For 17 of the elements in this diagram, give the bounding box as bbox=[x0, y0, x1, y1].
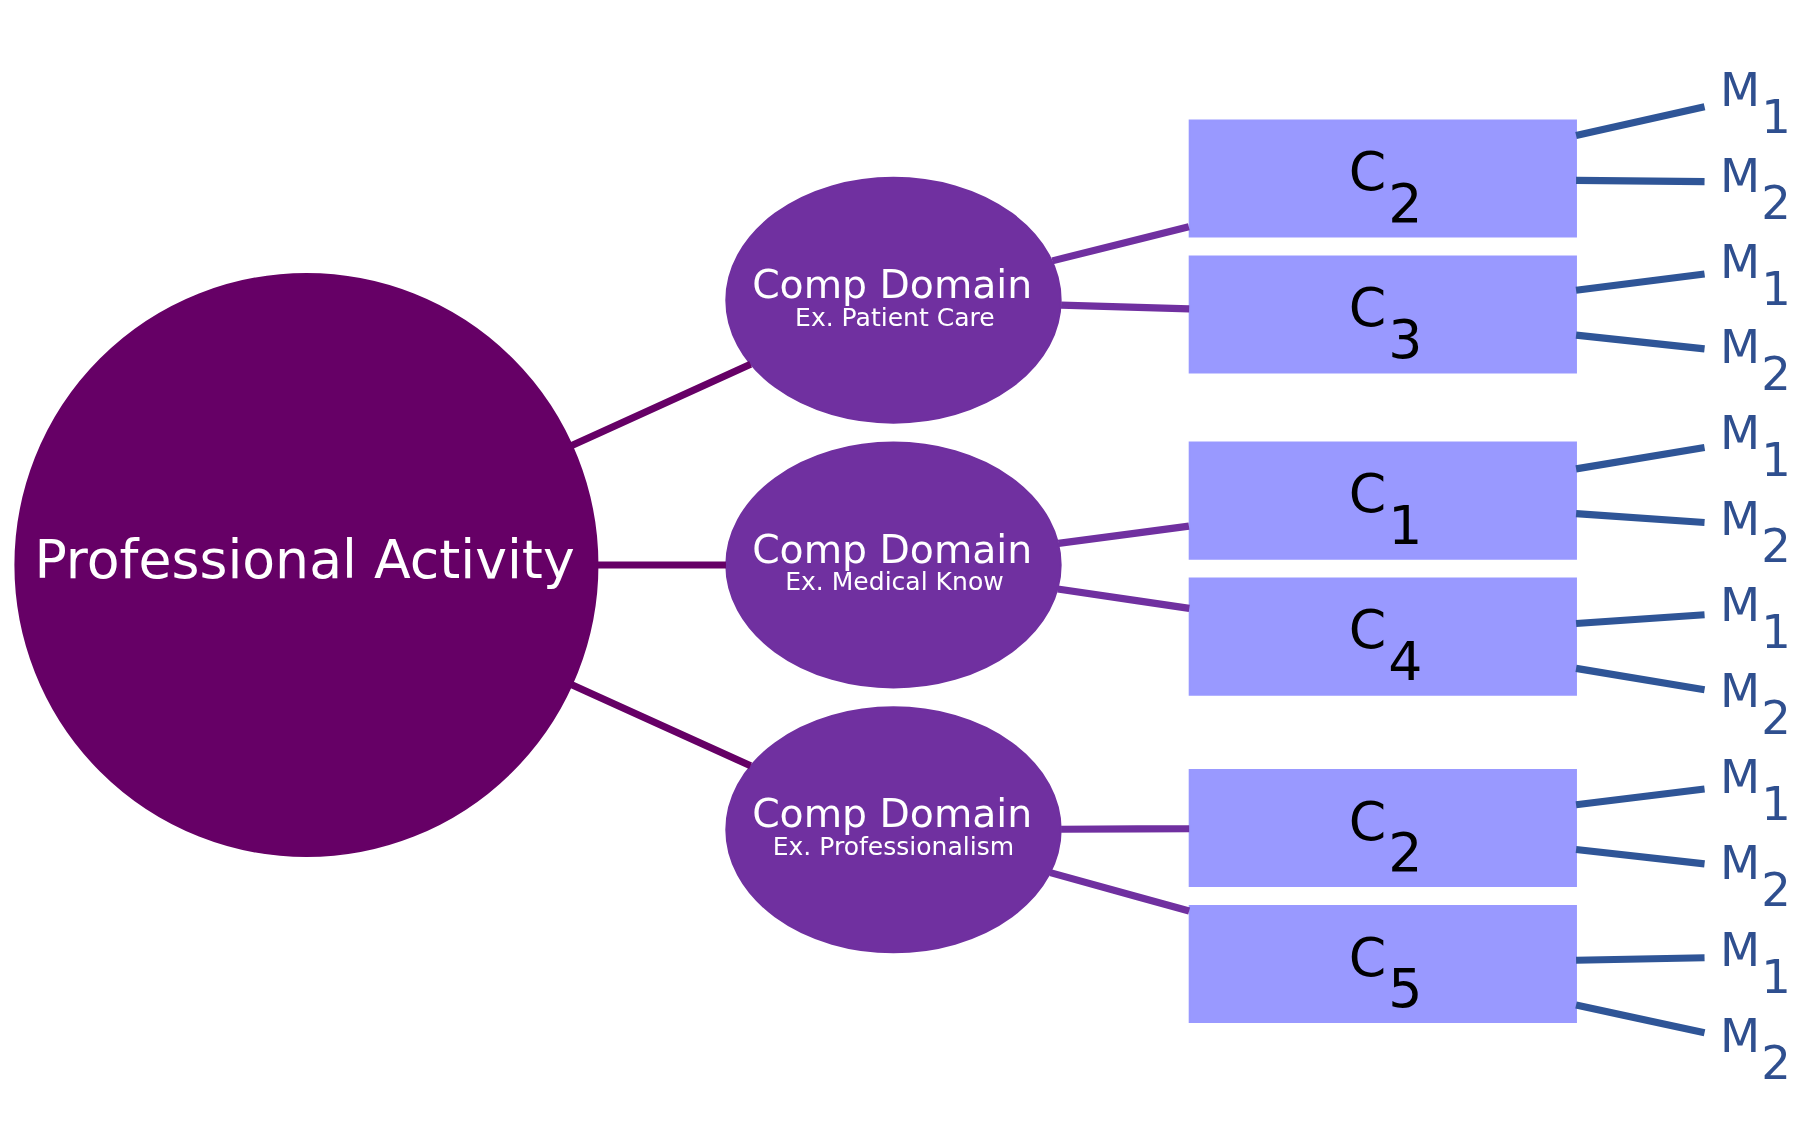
connector bbox=[1061, 825, 1190, 833]
node-circle: Professional Activity bbox=[14, 273, 599, 858]
connector bbox=[1575, 1001, 1706, 1037]
connector bbox=[1049, 869, 1191, 915]
connector bbox=[570, 361, 753, 449]
connector bbox=[570, 681, 753, 770]
connector bbox=[1060, 301, 1190, 313]
connector bbox=[1057, 585, 1190, 612]
connector bbox=[1057, 522, 1190, 547]
connector bbox=[1575, 444, 1706, 473]
connector bbox=[1575, 664, 1706, 694]
node-ellipse: Comp Domain Ex. Medical Know bbox=[725, 441, 1062, 689]
node-ellipse: Comp Domain Ex. Patient Care bbox=[725, 176, 1062, 424]
node-ellipse: Comp Domain Ex. Professionalism bbox=[725, 706, 1062, 954]
connector bbox=[1051, 223, 1190, 265]
connector bbox=[597, 561, 726, 569]
connector bbox=[1575, 103, 1706, 140]
